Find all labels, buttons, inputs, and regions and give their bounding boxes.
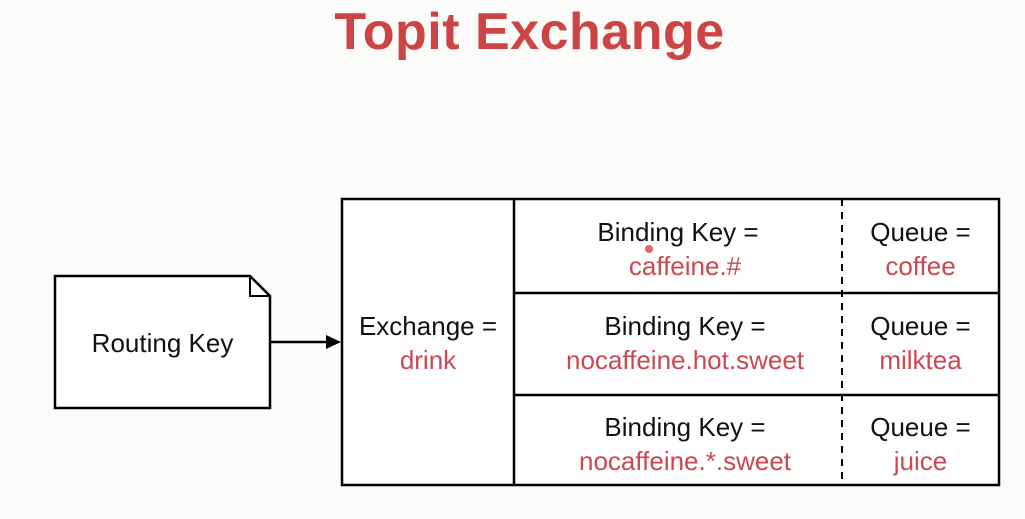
exchange-name: drink [399,345,457,375]
pointer-dot [645,245,653,253]
queue-label-1: Queue = [870,217,971,247]
binding-key-value-1: caffeine.# [628,251,742,281]
queue-value-3: juice [893,446,948,476]
binding-key-label-1: Binding Key = [597,217,759,247]
routing-key-fold [249,276,270,297]
page-title: Topit Exchange [334,3,725,61]
queue-label-3: Queue = [870,412,971,442]
queue-value-1: coffee [885,251,956,281]
queue-value-2: milktea [879,345,962,375]
exchange-table [340,197,1001,487]
binding-key-value-3: nocaffeine.*.sweet [579,446,791,476]
queue-label-2: Queue = [870,311,971,341]
binding-key-label-3: Binding Key = [604,412,766,442]
binding-key-label-2: Binding Key = [604,311,766,341]
routing-key-shape [53,274,272,410]
routing-key-label: Routing Key [91,328,234,358]
binding-key-value-2: nocaffeine.hot.sweet [565,345,805,375]
exchange-label: Exchange = [358,311,498,341]
arrow-head [326,335,341,349]
